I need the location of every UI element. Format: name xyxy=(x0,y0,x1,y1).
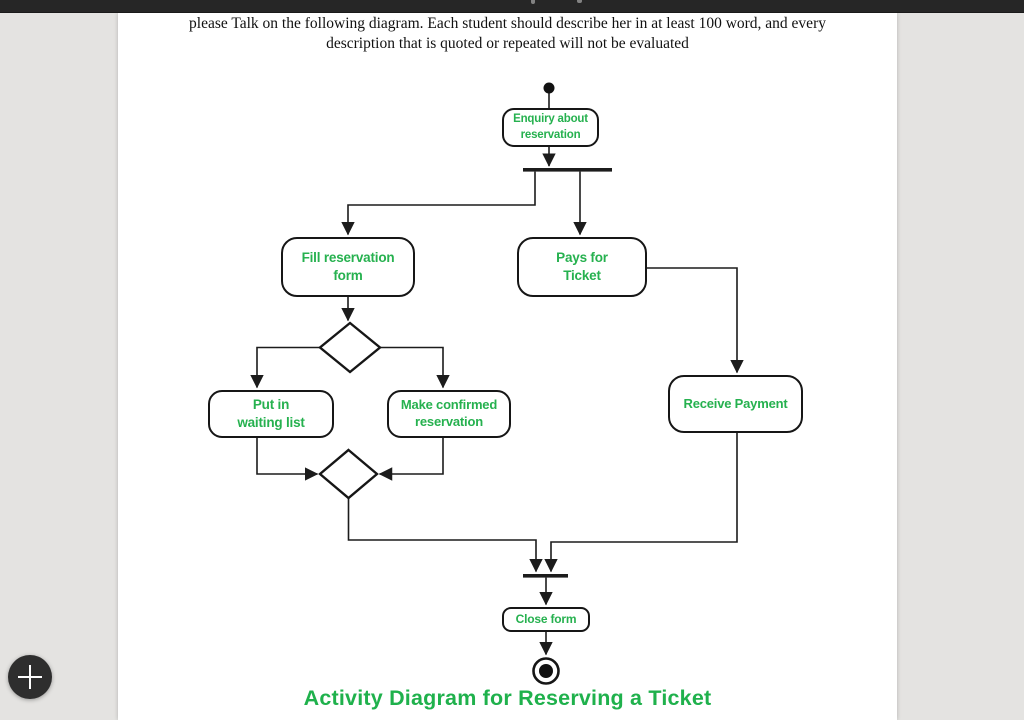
diagram-caption: Activity Diagram for Reserving a Ticket xyxy=(303,686,712,710)
node-label: Make confirmed xyxy=(400,397,498,413)
plus-icon xyxy=(29,665,31,689)
node-put-in-waiting-list: Put in waiting list xyxy=(208,390,334,438)
zoom-in-button[interactable] xyxy=(8,655,52,699)
node-fill-reservation-form: Fill reservation form xyxy=(281,237,415,297)
node-close-form: Close form xyxy=(502,607,590,632)
edge-waiting-to-merge xyxy=(256,438,319,481)
decision-diamond xyxy=(318,321,382,374)
edge-decision-to-waiting xyxy=(250,346,320,389)
node-label: Enquiry about xyxy=(513,112,588,125)
node-label: reservation xyxy=(520,128,581,141)
node-enquiry-about-reservation: Enquiry about reservation xyxy=(502,108,599,147)
node-label: Pays for xyxy=(556,250,608,266)
topbar-text-fragment xyxy=(577,0,582,3)
node-make-confirmed-reservation: Make confirmed reservation xyxy=(387,390,511,438)
topbar-text-fragment xyxy=(531,0,535,4)
node-receive-payment: Receive Payment xyxy=(668,375,803,433)
node-pays-for-ticket: Pays for Ticket xyxy=(517,237,647,297)
edge-merge-to-join xyxy=(347,498,543,573)
final-node-dot xyxy=(539,664,553,678)
assignment-line-1: please Talk on the following diagram. Ea… xyxy=(189,15,826,32)
edge-confirmed-to-merge xyxy=(378,438,444,481)
start-node xyxy=(543,82,555,94)
node-label: Fill reservation xyxy=(301,250,395,266)
edge-decision-to-confirmed xyxy=(380,346,450,389)
diagram-connectors xyxy=(250,82,744,685)
node-label: Put in xyxy=(252,397,290,413)
edge-pays-to-receive xyxy=(647,267,744,374)
document-page: please Talk on the following diagram. Ea… xyxy=(118,13,897,720)
node-label: Close form xyxy=(515,611,577,626)
assignment-text: please Talk on the following diagram. Ea… xyxy=(118,14,897,54)
fork-bar xyxy=(523,168,612,172)
node-label: form xyxy=(333,268,363,283)
node-label: reservation xyxy=(415,414,483,429)
join-bar xyxy=(523,574,568,578)
topbar xyxy=(0,0,1024,13)
node-label: Ticket xyxy=(563,268,601,283)
assignment-line-2: description that is quoted or repeated w… xyxy=(326,35,689,52)
merge-diamond xyxy=(318,448,379,500)
edge-receive-to-join xyxy=(544,433,738,573)
edge-fork-to-fill-form xyxy=(341,171,536,236)
node-label: Receive Payment xyxy=(683,395,788,411)
node-label: waiting list xyxy=(237,415,305,430)
